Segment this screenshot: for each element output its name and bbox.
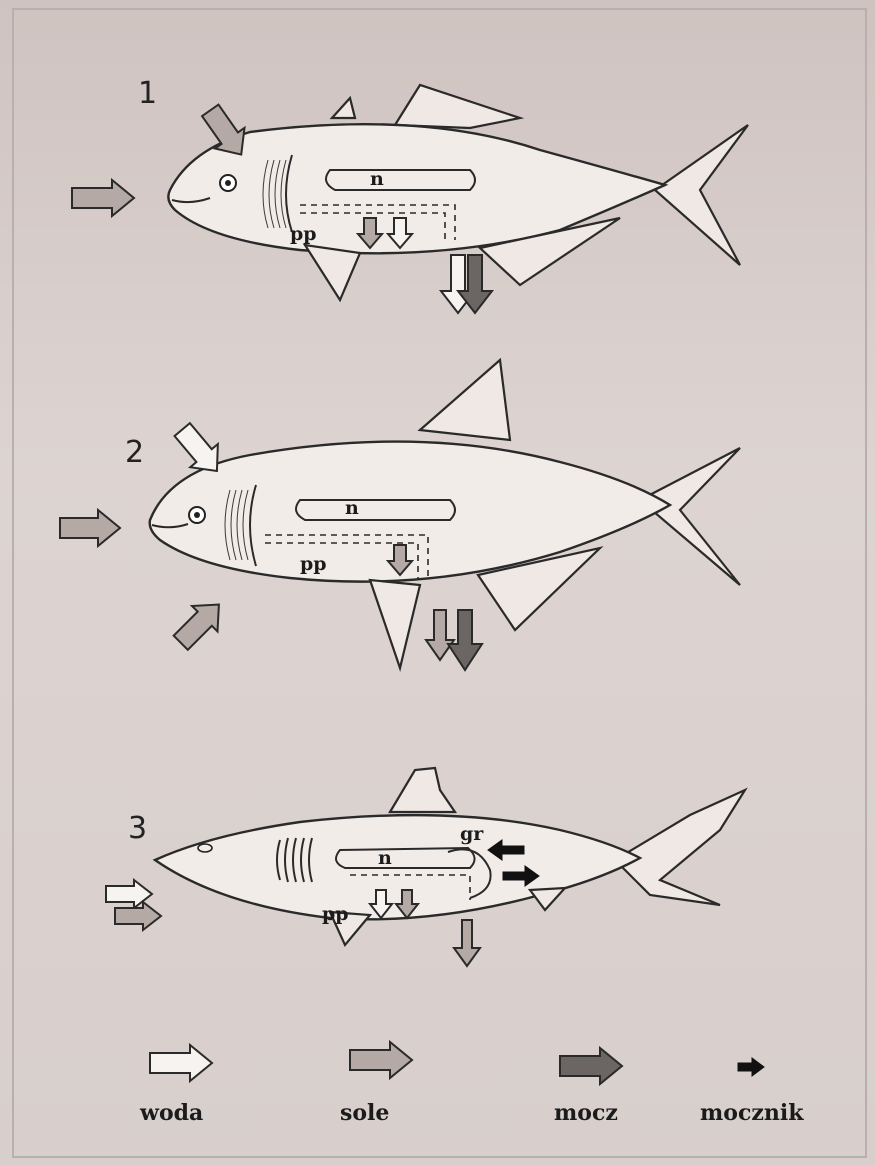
panel-number-1: 1: [138, 76, 157, 111]
dorsal-fin: [390, 768, 455, 812]
salt-out-bottom: [454, 920, 480, 966]
pupil: [225, 180, 231, 186]
white-arrow-icon: [150, 1045, 212, 1081]
gill-label: pp: [300, 553, 327, 575]
pupil: [194, 512, 200, 518]
panel-3: 3 n pp gr: [106, 768, 745, 966]
tail-fin: [615, 790, 745, 905]
panel-1: 1 n pp: [72, 76, 748, 313]
dorsal-fin: [395, 85, 520, 128]
black-arrow-icon: [738, 1058, 764, 1076]
pelvic-fin: [530, 888, 565, 910]
salt-in-arrow: [115, 902, 161, 930]
kidney-label: n: [345, 497, 359, 519]
dorsal-fin-small: [332, 98, 355, 118]
ventral-fin: [370, 580, 420, 668]
salt-out-bottom: [426, 610, 454, 660]
gill-label: pp: [322, 903, 349, 925]
salt-in-arrow: [60, 510, 120, 546]
kidney-label: n: [370, 168, 384, 190]
dorsal-fin: [420, 360, 510, 440]
salt-in-arrow: [72, 180, 134, 216]
tail-fin: [640, 448, 740, 585]
legend-label-mocznik: mocznik: [700, 1100, 804, 1126]
salt-in-arrow-2: [168, 592, 232, 656]
panel-number-3: 3: [128, 811, 147, 846]
panel-number-2: 2: [125, 435, 144, 470]
panel-2: 2 n pp: [60, 360, 740, 670]
legend: woda sole mocz mocznik: [139, 1042, 804, 1126]
legend-label-mocz: mocz: [554, 1100, 618, 1126]
legend-label-sole: sole: [340, 1100, 389, 1126]
kidney-label: n: [378, 847, 392, 869]
legend-label-woda: woda: [139, 1100, 203, 1126]
hatched-arrow-icon: [560, 1048, 622, 1084]
gland-label: gr: [460, 823, 484, 845]
tail-fin: [655, 125, 748, 265]
ventral-fin: [305, 245, 360, 300]
dotted-arrow-icon: [350, 1042, 412, 1078]
gill-label: pp: [290, 223, 317, 245]
